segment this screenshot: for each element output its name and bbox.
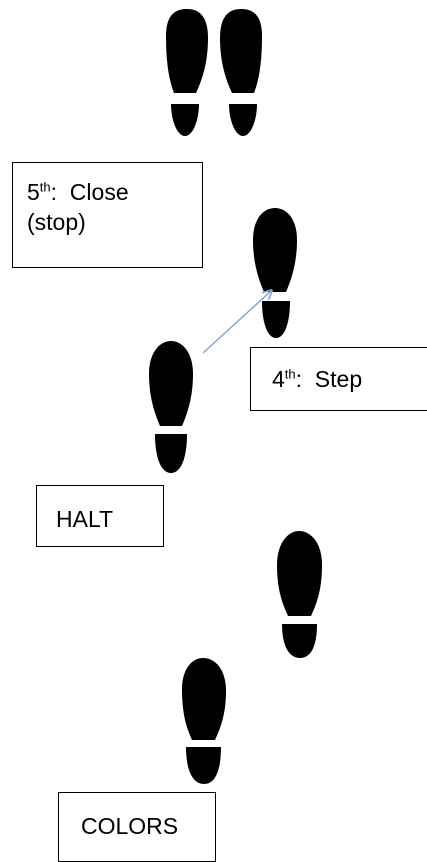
halt-text: HALT: [56, 506, 114, 532]
step-text: : Step: [295, 366, 363, 392]
close-step-label-line1: 5th: Close: [27, 177, 202, 207]
colors-label-box: COLORS: [58, 792, 216, 862]
step-arrow: [202, 291, 271, 354]
footprint-icon: [166, 9, 208, 136]
footprint-icon: [182, 658, 226, 784]
step-ordinal-suffix: th: [284, 366, 296, 382]
close-ordinal-number: 5: [27, 179, 40, 205]
colors-text: COLORS: [81, 813, 179, 839]
footprint-icon: [149, 341, 193, 473]
close-step-label-box: 5th: Close (stop): [12, 162, 203, 268]
step-label-box: 4th: Step: [250, 347, 427, 411]
footprint-icon: [253, 208, 297, 338]
footprint-icon: [277, 531, 322, 658]
close-step-text: : Close: [50, 179, 129, 205]
close-step-label-line2: (stop): [27, 209, 86, 235]
step-ordinal-number: 4: [272, 366, 285, 392]
close-ordinal-suffix: th: [39, 179, 51, 195]
halt-label-box: HALT: [36, 485, 164, 547]
footprint-icon: [220, 9, 262, 136]
